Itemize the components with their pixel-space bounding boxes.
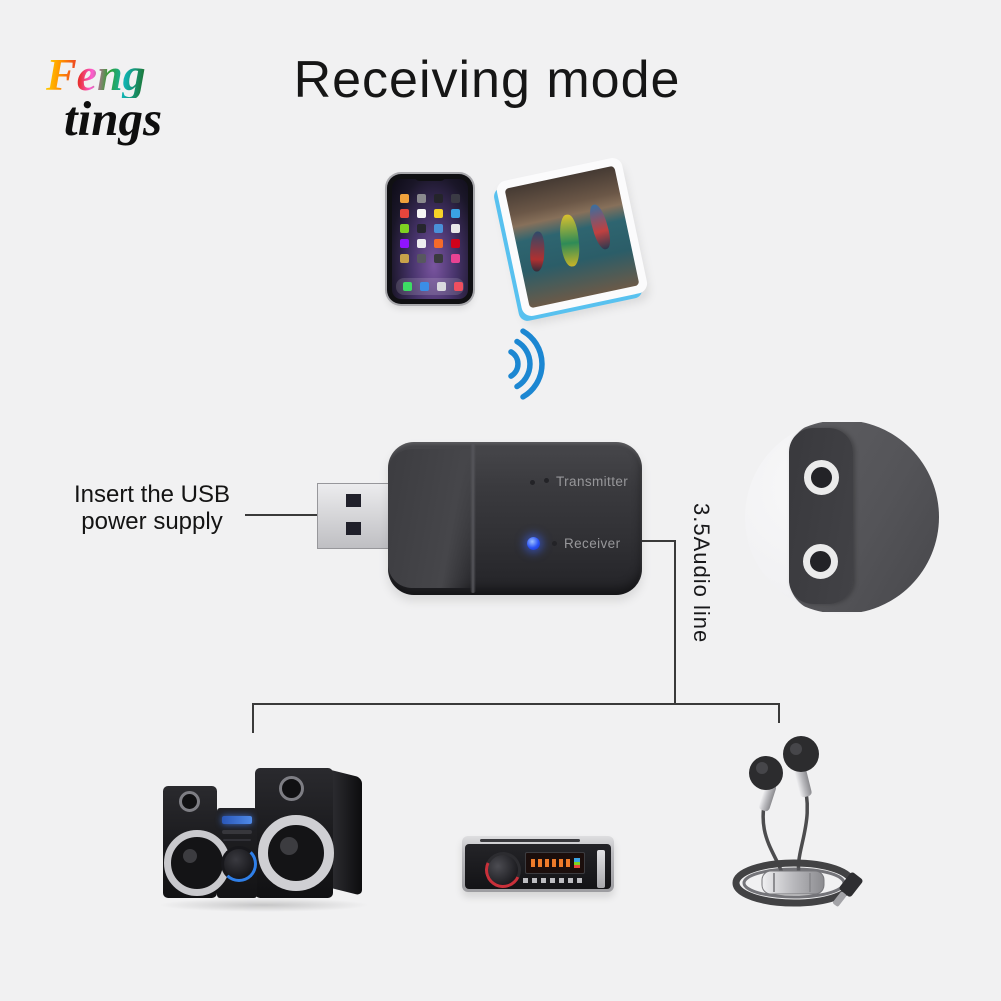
audio-line-label: 3.5Audio line	[689, 503, 714, 644]
car-stereo-image	[462, 836, 614, 894]
stereo-display	[222, 816, 252, 824]
car-stereo-display	[525, 852, 585, 874]
stereo-right-side-panel	[332, 770, 362, 896]
stereo-button-strip	[222, 830, 252, 834]
stereo-left-tweeter	[179, 791, 200, 812]
smartphone-notch	[414, 174, 446, 181]
usb-plug-hole	[346, 522, 361, 535]
dongle-seam	[470, 444, 476, 593]
tablet-photo-canoe-center	[558, 213, 582, 268]
transmitter-indicator-dot	[530, 480, 535, 485]
stereo-right-woofer	[258, 815, 334, 891]
aux-jack-closeup-image	[745, 420, 939, 614]
audio-line-vertical	[674, 540, 676, 705]
brand-watermark-feng: Feng	[46, 49, 146, 100]
brand-watermark-tings: tings	[64, 91, 163, 146]
usb-power-note-line2: power supply	[81, 508, 223, 535]
page-title: Receiving mode	[293, 51, 681, 109]
transmitter-label: Transmitter	[556, 474, 629, 489]
car-stereo-faceplate	[465, 844, 611, 894]
stereo-right-woofer-cap	[280, 837, 298, 855]
dock-icons	[403, 282, 412, 291]
smartphone-screen	[392, 179, 468, 299]
usb-plug-image	[317, 483, 393, 549]
smartphone-dock	[396, 278, 464, 295]
tablet-screen	[504, 165, 640, 309]
car-stereo-side-strip	[597, 850, 605, 888]
audio-line-horizontal	[641, 540, 676, 542]
dongle-cap	[388, 449, 474, 588]
tablet-photo-canoe-right	[586, 202, 614, 252]
receiver-label: Receiver	[564, 536, 621, 551]
app-icon-grid	[400, 194, 409, 203]
aux-port	[804, 460, 839, 495]
output-bracket-line	[252, 703, 780, 705]
car-stereo-cd-slot	[480, 839, 580, 842]
usb-plug-hole	[346, 494, 361, 507]
car-stereo-knob	[479, 846, 527, 894]
stereo-system-image	[148, 758, 380, 918]
wireless-signal-icon	[508, 328, 545, 400]
stereo-right-tweeter	[279, 776, 304, 801]
stereo-shadow	[158, 898, 370, 912]
usb-power-note-line1: Insert the USB	[73, 481, 231, 508]
aux-port	[803, 544, 838, 579]
usb-bluetooth-dongle-image: Transmitter Receiver	[388, 442, 642, 595]
car-stereo-buttons	[523, 878, 583, 883]
usb-note-pointer-line	[245, 514, 319, 516]
car-stereo-display-digits	[531, 859, 571, 867]
output-bracket-tick-right	[778, 703, 780, 723]
receiver-indicator-dot	[552, 541, 557, 546]
stereo-volume-knob	[221, 846, 257, 882]
smartphone-image	[387, 174, 473, 304]
tablet-image	[495, 156, 649, 318]
transmitter-indicator-dot	[544, 478, 549, 483]
stereo-left-woofer-cap	[183, 849, 197, 863]
tablet-photo-canoe-left	[529, 231, 545, 272]
car-stereo-display-pixels	[574, 858, 580, 868]
receiver-led-indicator	[527, 537, 540, 550]
usb-power-note: Insert the USB power supply	[52, 481, 252, 535]
output-bracket-tick-left	[252, 703, 254, 733]
earphones-image	[732, 736, 863, 907]
